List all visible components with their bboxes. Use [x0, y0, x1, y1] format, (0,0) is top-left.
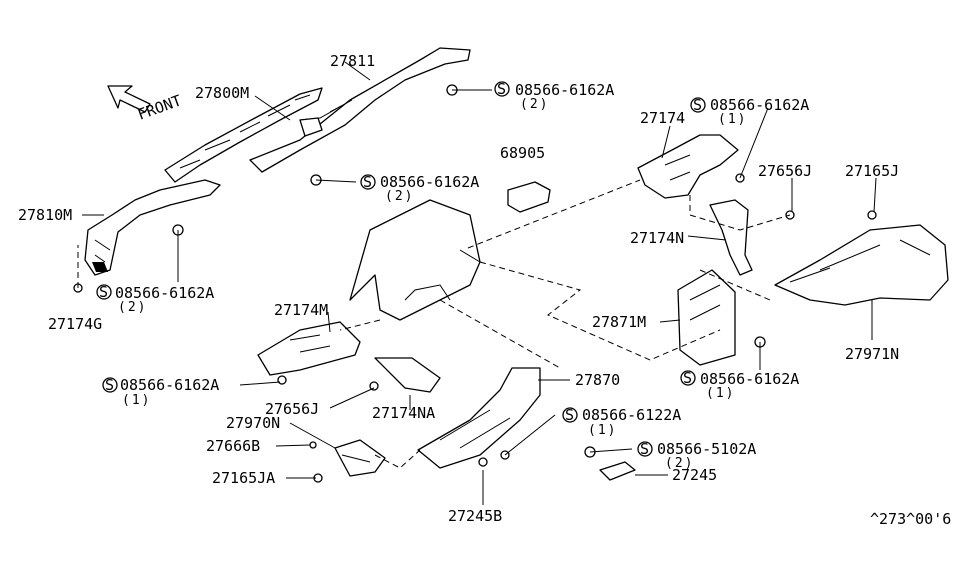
heater-unit-outline — [349, 199, 481, 321]
defroster-nozzle-27800M[interactable] — [164, 87, 323, 183]
label-screw-8-code: 08566-5102A — [657, 440, 756, 458]
vent-27970N[interactable] — [334, 439, 386, 477]
duct-27174[interactable] — [637, 134, 739, 199]
duct-27174N[interactable] — [709, 199, 753, 276]
front-direction-arrow: FRONT — [107, 85, 184, 124]
label-screw-7-code: 08566-6122A — [582, 406, 681, 424]
label-27245B: 27245B — [448, 507, 502, 525]
label-27174G: 27174G — [48, 315, 102, 333]
dashed-lines — [77, 179, 791, 469]
leader-lines — [82, 61, 877, 505]
label-screw-3-code: 08566-6162A — [115, 284, 214, 302]
svg-text:S: S — [99, 283, 108, 301]
label-27165J: 27165J — [845, 162, 899, 180]
bracket-27245[interactable] — [599, 461, 636, 481]
svg-text:S: S — [640, 440, 649, 458]
svg-text:S: S — [683, 369, 692, 387]
label-27870: 27870 — [575, 371, 620, 389]
label-27810M: 27810M — [18, 206, 72, 224]
label-screw-3-qty: (2) — [118, 300, 147, 315]
label-27871M: 27871M — [592, 313, 646, 331]
label-27656J-right: 27656J — [758, 162, 812, 180]
label-screw-6-qty: (1) — [122, 393, 151, 408]
label-screw-8-qty: (2) — [665, 456, 694, 471]
duct-27174NA[interactable] — [374, 357, 441, 393]
label-27165JA: 27165JA — [212, 469, 275, 487]
label-screw-1-code: 08566-6162A — [515, 81, 614, 99]
label-screw-4-code: 08566-6162A — [710, 96, 809, 114]
label-27666B: 27666B — [206, 437, 260, 455]
svg-text:S: S — [497, 80, 506, 98]
label-screw-2-code: 08566-6162A — [380, 173, 479, 191]
label-27970N: 27970N — [226, 414, 280, 432]
duct-27971N[interactable] — [774, 224, 949, 306]
label-screw-4-qty: (1) — [718, 112, 747, 127]
duct-27870[interactable] — [417, 367, 541, 469]
svg-text:S: S — [693, 96, 702, 114]
label-68905: 68905 — [500, 144, 545, 162]
duct-27174M[interactable] — [257, 321, 361, 376]
duct-27811[interactable] — [249, 47, 471, 173]
catalog-code: ^273^00'6 — [870, 510, 951, 528]
label-27811: 27811 — [330, 52, 375, 70]
label-screw-2-qty: (2) — [385, 189, 414, 204]
label-screw-6-code: 08566-6162A — [120, 376, 219, 394]
svg-text:S: S — [363, 173, 372, 191]
label-screw-5-qty: (1) — [706, 386, 735, 401]
label-27800M: 27800M — [195, 84, 249, 102]
side-duct-27810M[interactable] — [84, 179, 221, 276]
front-label: FRONT — [135, 91, 184, 123]
part-68905[interactable] — [507, 181, 551, 213]
label-27174M: 27174M — [274, 301, 328, 319]
label-27656J-left: 27656J — [265, 400, 319, 418]
label-27971N: 27971N — [845, 345, 899, 363]
label-screw-5-code: 08566-6162A — [700, 370, 799, 388]
standard-part-symbols: S S S S S S S S — [96, 80, 706, 458]
label-27174: 27174 — [640, 109, 685, 127]
svg-text:S: S — [565, 406, 574, 424]
svg-text:S: S — [105, 376, 114, 394]
vent-27871M[interactable] — [677, 269, 736, 366]
label-27174NA: 27174NA — [372, 404, 435, 422]
label-screw-1-qty: (2) — [520, 97, 549, 112]
label-27174N: 27174N — [630, 229, 684, 247]
label-screw-7-qty: (1) — [588, 423, 617, 438]
label-27245: 27245 — [672, 466, 717, 484]
